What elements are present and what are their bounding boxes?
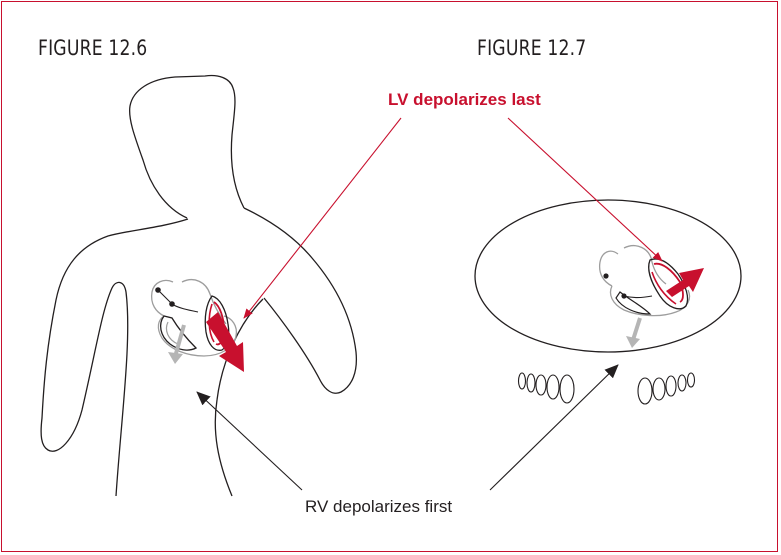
body-silhouette (41, 76, 356, 497)
rv-depolarizes-first-label: RV depolarizes first (305, 497, 452, 517)
heart-right (600, 246, 690, 316)
rv-pointer-right (490, 365, 618, 490)
rib-coils-left (519, 373, 575, 403)
lv-pointer-left (244, 118, 401, 318)
lv-depolarizes-last-label: LV depolarizes last (388, 90, 541, 110)
rib-coils-right (638, 373, 695, 404)
rv-vector-arrow-right (633, 318, 640, 340)
rv-pointer-left (197, 392, 302, 490)
lv-pointer-right (508, 118, 662, 261)
